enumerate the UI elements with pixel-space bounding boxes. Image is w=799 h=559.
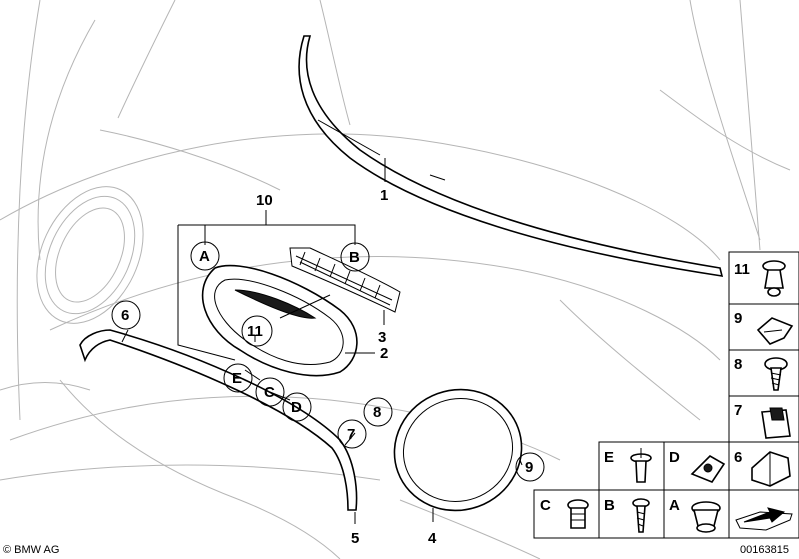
callout-circle-6: 6 xyxy=(111,300,141,330)
svg-text:A: A xyxy=(199,248,210,265)
fastener-9-spring-clip xyxy=(756,317,794,345)
grid-label-6: 6 xyxy=(734,449,742,466)
fastener-A-plug xyxy=(691,501,721,533)
grid-label-D: D xyxy=(669,449,680,466)
svg-text:C: C xyxy=(264,384,275,401)
callout-circle-11: 11 xyxy=(241,315,273,347)
grid-label-11: 11 xyxy=(734,261,750,278)
grid-label-B: B xyxy=(604,497,615,514)
grid-label-9: 9 xyxy=(734,310,742,327)
fastener-B-screw xyxy=(632,498,650,533)
svg-text:9: 9 xyxy=(525,459,533,476)
callout-circle-C: C xyxy=(255,377,285,407)
svg-text:D: D xyxy=(291,399,302,416)
callout-circle-8: 8 xyxy=(363,397,393,427)
callout-2: 2 xyxy=(380,345,388,362)
callout-circle-D: D xyxy=(282,392,312,422)
svg-text:7: 7 xyxy=(347,426,355,443)
svg-text:6: 6 xyxy=(121,307,129,324)
callout-5: 5 xyxy=(351,530,359,547)
part-2-air-scoop xyxy=(201,264,358,377)
svg-text:B: B xyxy=(349,249,360,266)
callout-circle-E: E xyxy=(223,363,253,393)
callout-3: 3 xyxy=(378,329,386,346)
grid-label-8: 8 xyxy=(734,356,742,373)
fastener-7-nut-clip xyxy=(761,407,791,439)
headlight-outline xyxy=(36,186,144,324)
part-3-grille xyxy=(289,247,401,313)
fastener-8-screw xyxy=(764,357,788,391)
callout-circle-B: B xyxy=(340,242,370,272)
callout-1: 1 xyxy=(380,187,388,204)
svg-text:E: E xyxy=(232,370,242,387)
grid-label-E: E xyxy=(604,449,614,466)
part-4-headlight-ring xyxy=(393,388,523,512)
fastener-C-bolt xyxy=(567,499,589,529)
grid-label-A: A xyxy=(669,497,680,514)
callout-circle-A: A xyxy=(190,241,220,271)
callout-10: 10 xyxy=(256,192,273,209)
fastener-11-clip xyxy=(762,260,786,297)
fastener-E-rivet xyxy=(630,448,652,483)
brand-copyright: © BMW AG xyxy=(3,544,59,556)
callout-circle-7: 7 xyxy=(337,419,367,449)
fastener-6-bracket xyxy=(751,451,791,487)
callout-circle-9: 9 xyxy=(515,452,545,482)
part-1-hood-seal xyxy=(298,35,724,277)
callout-4: 4 xyxy=(428,530,437,547)
fastener-grid xyxy=(533,251,799,539)
arrow-icon xyxy=(735,507,793,531)
fastener-D-clip-nut xyxy=(690,455,726,483)
diagram-code: 00163815 xyxy=(740,544,789,556)
grid-label-7: 7 xyxy=(734,402,742,419)
grid-label-C: C xyxy=(540,497,551,514)
svg-text:11: 11 xyxy=(247,323,263,340)
svg-text:8: 8 xyxy=(373,404,381,421)
